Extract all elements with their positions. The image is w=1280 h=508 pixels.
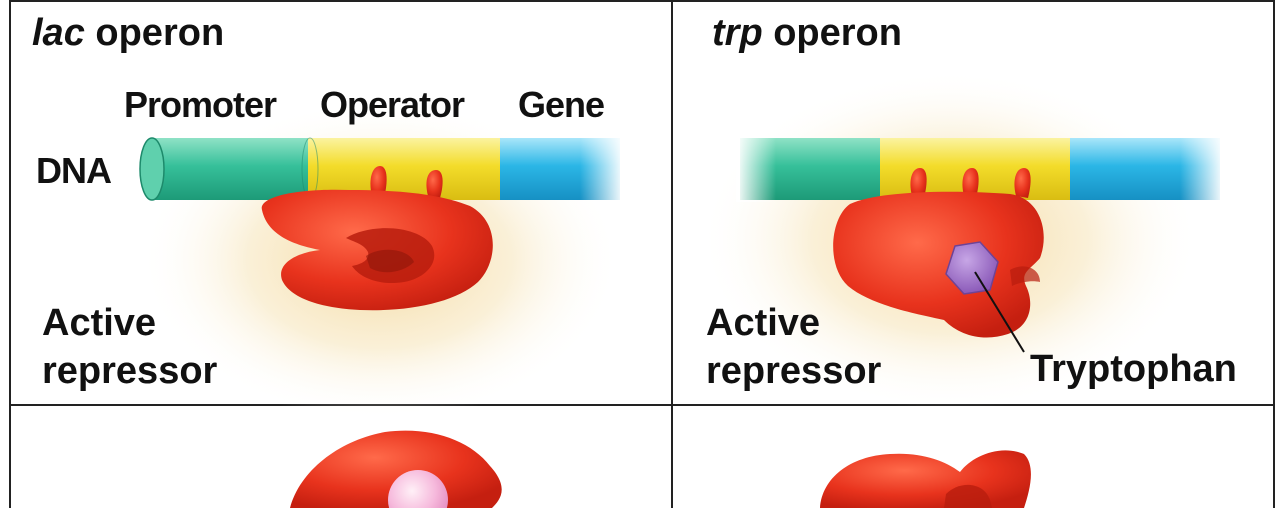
operator-label: Operator	[320, 84, 465, 125]
lac-inducer	[388, 470, 448, 508]
promoter-label: Promoter	[124, 84, 277, 125]
lac-repressor	[261, 166, 493, 311]
lac-title-italic: lac	[32, 12, 85, 54]
trp-title-italic: trp	[712, 12, 763, 54]
trp-dna	[736, 136, 1224, 202]
tryptophan-label: Tryptophan	[1030, 348, 1237, 390]
tryptophan-molecule	[945, 241, 999, 295]
gene-label: Gene	[518, 84, 605, 125]
panel-frame	[9, 0, 1275, 508]
trp-repressor-label-line1: Active	[706, 302, 821, 344]
lac-repressor-label-line2: repressor	[42, 350, 218, 392]
dna-label: DNA	[36, 150, 112, 191]
lac-panel-title: lac operon	[32, 12, 224, 55]
trp-title-rest: operon	[762, 12, 902, 54]
lac-dna	[139, 136, 624, 202]
trp-inactive-repressor	[820, 450, 1031, 508]
tryptophan-pointer	[974, 271, 1025, 353]
trp-panel-title: trp operon	[712, 12, 902, 55]
lac-inactive-repressor	[290, 430, 502, 508]
lac-title-rest: operon	[84, 12, 225, 54]
trp-repressor-label-line2: repressor	[706, 350, 882, 392]
trp-repressor	[833, 168, 1044, 353]
lac-repressor-label-line1: Active	[42, 302, 157, 344]
